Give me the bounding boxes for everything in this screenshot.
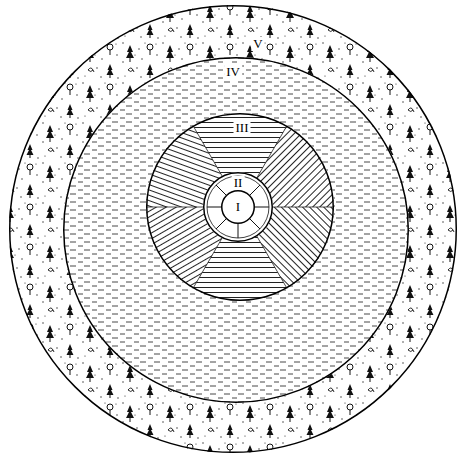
- ring-number: V: [251, 37, 264, 51]
- ring-number: I: [234, 200, 242, 214]
- ring-band: IIIIII: [146, 113, 334, 301]
- ring-band: I: [221, 190, 255, 224]
- ring-outline: [63, 57, 409, 403]
- ring-band: VIVIIIIII: [9, 5, 457, 453]
- ring-number: IV: [224, 65, 242, 79]
- ring-band: IVIIIIII: [63, 57, 409, 403]
- ring-number: II: [232, 176, 245, 190]
- ring-number: III: [234, 121, 251, 135]
- ring-band: III: [203, 172, 273, 242]
